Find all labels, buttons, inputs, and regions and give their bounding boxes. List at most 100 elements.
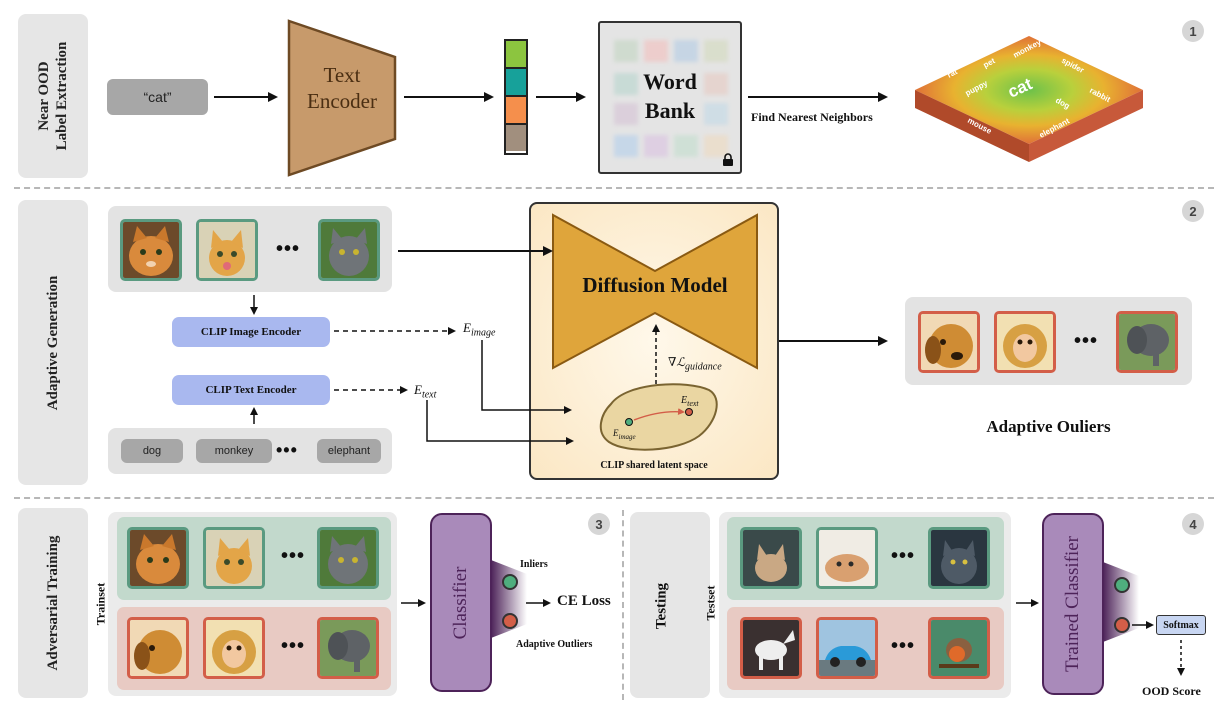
- cat-orange-image: [123, 222, 179, 278]
- clip-image-encoder: CLIP Image Encoder: [172, 317, 330, 347]
- kitten-image: [819, 530, 875, 586]
- train-dog: [127, 617, 189, 679]
- label-dog: dog: [121, 439, 183, 463]
- test-horse: [740, 617, 802, 679]
- test-inlier-node: [1114, 577, 1130, 593]
- gray-cat-image: [320, 530, 376, 586]
- e-image-label: Eimage: [463, 320, 496, 339]
- test-outlier-node: [1114, 617, 1130, 633]
- clip-text-encoder: CLIP Text Encoder: [172, 375, 330, 405]
- classifier-box: Classifier: [430, 513, 492, 692]
- step-number-2: 2: [1182, 200, 1204, 222]
- classifier-head: [491, 560, 527, 638]
- section-label-box-1: Near OOD Label Extraction: [18, 14, 88, 178]
- separator-vertical: [622, 510, 624, 700]
- gray-cat-image: [321, 222, 377, 278]
- horse-image: [743, 620, 799, 676]
- label-monkey: monkey: [196, 439, 272, 463]
- kitten-image: [743, 530, 799, 586]
- ellipsis: •••: [276, 238, 301, 260]
- image-elephant-outlier: [1116, 311, 1178, 373]
- trained-classifier-head: [1103, 562, 1139, 642]
- embedding-vector: [504, 39, 528, 155]
- word-bank-blur: [614, 40, 728, 157]
- adaptive-outliers-title: Adaptive Ouliers: [986, 417, 1111, 436]
- latent-space-label: CLIP shared latent space: [600, 460, 708, 471]
- word-bank-box: Word Bank: [598, 21, 742, 174]
- classifier-label: Classifier: [450, 566, 471, 639]
- diffusion-model-label: Diffusion Model: [582, 273, 728, 297]
- outlier-output-node: [502, 613, 518, 629]
- train-elephant: [317, 617, 379, 679]
- inlier-output-node: [502, 574, 518, 590]
- ellipsis: •••: [891, 545, 916, 567]
- softmax-box: Softmax: [1156, 615, 1206, 635]
- step-number-3: 3: [588, 513, 610, 535]
- ce-loss-label: CE Loss: [557, 593, 611, 609]
- image-cat-1: [120, 219, 182, 281]
- dog-image: [921, 314, 977, 370]
- section-3-label: Adversarial Training: [45, 535, 61, 671]
- section-label-box-4: [630, 512, 710, 698]
- trainset-label: Trainset: [93, 582, 108, 626]
- latent-space-blob: [599, 383, 718, 451]
- embedding-cell: [506, 125, 526, 151]
- train-monkey: [203, 617, 265, 679]
- ellipsis: •••: [1074, 330, 1099, 352]
- embedding-cell: [506, 97, 526, 125]
- section-2-label: Adaptive Generation: [45, 275, 61, 410]
- e-text-label: Etext: [414, 382, 437, 401]
- latent-e-text: Etext: [681, 395, 699, 408]
- nearest-neighbors-label: Find Nearest Neighbors: [751, 110, 873, 124]
- text-encoder-shape: [287, 19, 397, 177]
- ellipsis: •••: [891, 635, 916, 657]
- kitten-image: [199, 222, 255, 278]
- step-number-1: 1: [1182, 20, 1204, 42]
- guidance-label: ∇ℒguidance: [668, 355, 722, 373]
- elephant-image: [1119, 314, 1175, 370]
- word-bank-label: Word Bank: [643, 69, 697, 123]
- section-1-label: Near OOD Label Extraction: [36, 41, 70, 151]
- ellipsis: •••: [276, 440, 298, 460]
- label-elephant: elephant: [317, 439, 381, 463]
- image-cat-3: [318, 219, 380, 281]
- kitten-image: [206, 530, 262, 586]
- cat-orange-image: [130, 530, 186, 586]
- train-cat-2: [203, 527, 265, 589]
- separator-1: [14, 187, 1214, 189]
- test-car: [816, 617, 878, 679]
- cat-input-pill: “cat”: [107, 79, 208, 115]
- separator-2: [14, 497, 1214, 499]
- section-label-box-3: Adversarial Training: [18, 508, 88, 698]
- embedding-cell: [506, 41, 526, 69]
- test-cat-3: [928, 527, 990, 589]
- monkey-image: [206, 620, 262, 676]
- text-encoder-label: Text Encoder: [307, 63, 377, 113]
- image-dog-outlier: [918, 311, 980, 373]
- gray-cat-image: [931, 530, 987, 586]
- inliers-label: Inliers: [520, 559, 548, 570]
- trained-classifier-label: Trained Classifier: [1062, 536, 1083, 672]
- elephant-image: [320, 620, 376, 676]
- ellipsis: •••: [281, 635, 306, 657]
- train-cat-1: [127, 527, 189, 589]
- section-4-label: Testing: [653, 582, 670, 630]
- ood-score-label: OOD Score: [1142, 684, 1201, 698]
- train-cat-3: [317, 527, 379, 589]
- ellipsis: •••: [281, 545, 306, 567]
- monkey-image: [997, 314, 1053, 370]
- car-image: [819, 620, 875, 676]
- image-cat-2: [196, 219, 258, 281]
- adaptive-outliers-label: Adaptive Outliers: [516, 639, 593, 650]
- testset-label: Testset: [703, 585, 718, 621]
- embedding-cell: [506, 69, 526, 97]
- test-kitten-1: [740, 527, 802, 589]
- map-word: rat: [946, 67, 960, 80]
- test-kitten-2: [816, 527, 878, 589]
- trained-classifier-box: Trained Classifier: [1042, 513, 1104, 695]
- step-number-4: 4: [1182, 513, 1204, 535]
- test-bird: [928, 617, 990, 679]
- robin-image: [931, 620, 987, 676]
- section-label-box-2: Adaptive Generation: [18, 200, 88, 485]
